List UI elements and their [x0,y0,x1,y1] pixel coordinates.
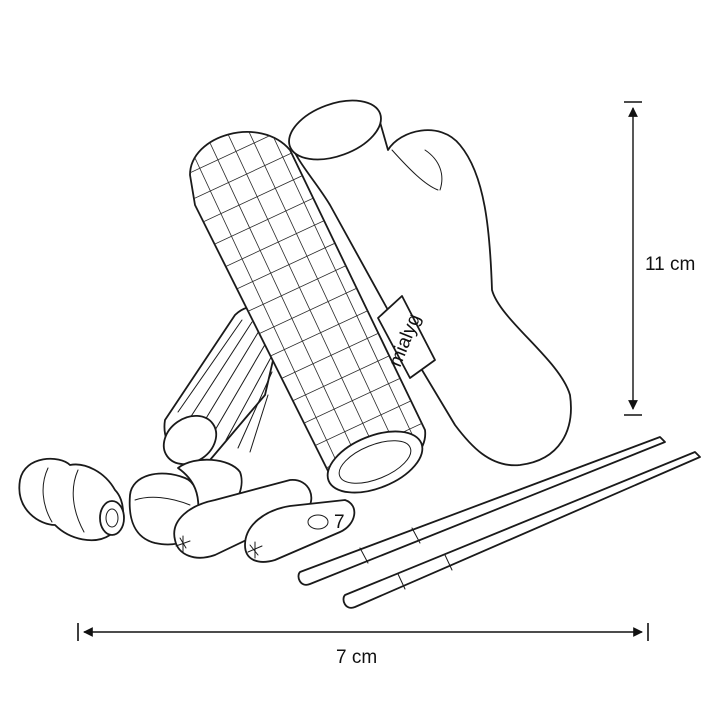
height-dimension: 11 cm [624,101,695,416]
knitting-needles [297,436,701,609]
sausage-bead-left [173,479,313,559]
oven-mitt [288,99,572,467]
bead-number: 7 [334,512,345,533]
width-dimension: 7 cm [77,623,649,668]
brand-tag: mialyg [377,295,436,379]
spool-bead [18,457,125,542]
sausage-bead-right: 7 [244,499,356,563]
width-label: 7 cm [336,647,377,668]
height-label: 11 cm [645,254,695,275]
